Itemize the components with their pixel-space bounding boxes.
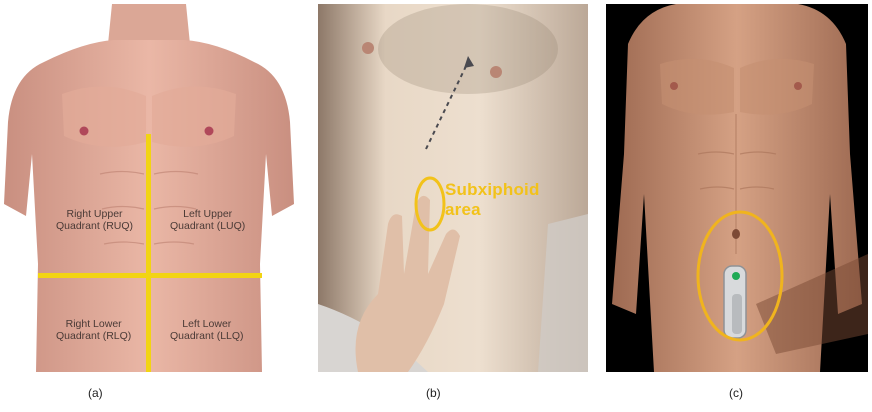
panel-c-device [606,4,868,372]
caption-a: (a) [88,386,103,400]
vertical-midline [146,134,151,372]
caption-c: (c) [729,386,743,400]
torso-render-c [606,4,868,372]
horizontal-line [38,273,262,278]
caption-b: (b) [426,386,441,400]
label-rlq: Right Lower Quadrant (RLQ) [56,318,131,342]
label-llq: Left Lower Quadrant (LLQ) [170,318,244,342]
label-ruq: Right Upper Quadrant (RUQ) [56,208,133,232]
panel-a-quadrants: Right Upper Quadrant (RUQ) Left Upper Qu… [4,4,294,372]
torso-illustration-a [4,4,294,372]
subxiphoid-label: Subxiphoid area [445,180,540,220]
panel-b-subxiphoid: Subxiphoid area [318,4,588,372]
label-luq: Left Upper Quadrant (LUQ) [170,208,245,232]
device-led [732,272,740,280]
